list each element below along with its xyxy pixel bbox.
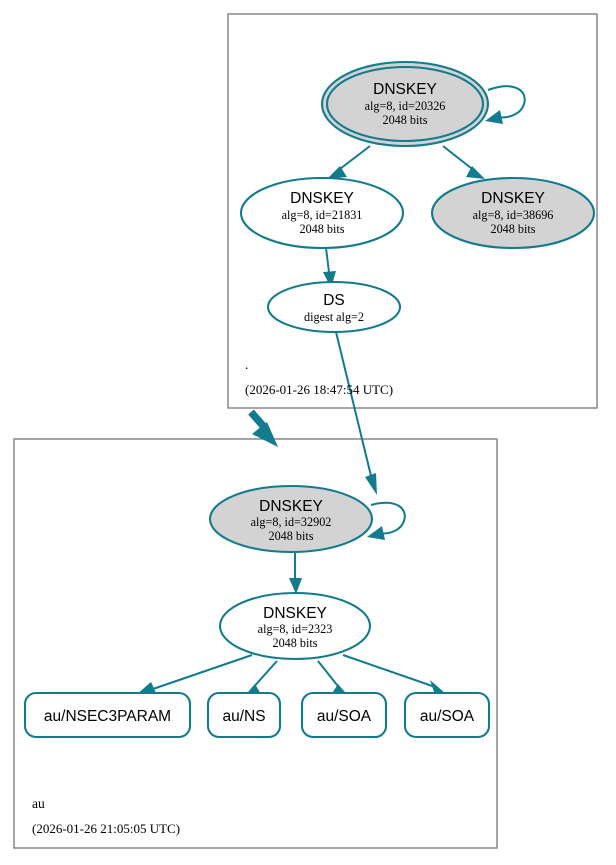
node-ellipse <box>266 280 402 334</box>
rrset-au-nsec3param[interactable]: au/NSEC3PARAM <box>23 691 192 739</box>
rrset-au-ns[interactable]: au/NS <box>206 691 282 739</box>
node-inner-ellipse <box>325 65 485 143</box>
node-root-ds[interactable]: DS digest alg=2 <box>266 280 402 334</box>
node-title: DS <box>323 292 345 309</box>
edge-root-ksk-to-zsk21831 <box>327 145 371 179</box>
node-subtitle-bits: 2048 bits <box>490 222 535 236</box>
edge-ds-to-au-ksk32902 <box>335 331 377 495</box>
node-root-dnskey-38696[interactable]: DNSKEY alg=8, id=38696 2048 bits <box>430 176 596 250</box>
node-ellipse <box>218 591 372 661</box>
node-au-dnskey-2323[interactable]: DNSKEY alg=8, id=2323 2048 bits <box>218 591 372 661</box>
node-root-dnskey-20326[interactable]: DNSKEY alg=8, id=20326 2048 bits <box>320 60 490 148</box>
node-subtitle-bits: 2048 bits <box>272 636 317 650</box>
rrset-box <box>403 691 491 739</box>
zone-timestamp-au: (2026-01-26 21:05:05 UTC) <box>32 821 180 836</box>
edge-au-ksk-to-zsk2323 <box>289 551 302 594</box>
node-subtitle-alg-id: alg=8, id=21831 <box>282 208 363 222</box>
rrset-au-soa-1[interactable]: au/SOA <box>300 691 388 739</box>
node-title: DNSKEY <box>373 81 437 98</box>
node-ellipse <box>208 484 374 554</box>
node-subtitle-alg-id: alg=8, id=38696 <box>473 208 554 222</box>
rrset-box <box>300 691 388 739</box>
edge-root-ksk-self-loop <box>485 85 526 124</box>
node-subtitle-alg-id: alg=8, id=2323 <box>258 622 333 636</box>
rrset-box <box>23 691 192 739</box>
node-subtitle-alg-id: alg=8, id=32902 <box>251 515 332 529</box>
rrset-label: au/SOA <box>420 708 475 725</box>
node-root-dnskey-21831[interactable]: DNSKEY alg=8, id=21831 2048 bits <box>239 176 405 250</box>
node-subtitle-digest: digest alg=2 <box>304 310 364 324</box>
node-subtitle-bits: 2048 bits <box>382 113 427 127</box>
node-subtitle-bits: 2048 bits <box>299 222 344 236</box>
node-title: DNSKEY <box>481 190 545 207</box>
edge-root-ksk-to-zsk38696 <box>442 145 485 179</box>
node-subtitle-bits: 2048 bits <box>268 529 313 543</box>
zone-label-root: . <box>245 357 248 372</box>
rrset-label: au/NS <box>222 708 265 725</box>
node-subtitle-alg-id: alg=8, id=20326 <box>365 99 446 113</box>
node-ellipse <box>430 176 596 250</box>
rrset-label: au/SOA <box>317 708 372 725</box>
node-ellipse <box>239 176 405 250</box>
edge-delegation-root-to-au <box>248 409 278 447</box>
node-au-dnskey-32902[interactable]: DNSKEY alg=8, id=32902 2048 bits <box>208 484 374 554</box>
node-title: DNSKEY <box>259 498 323 515</box>
zone-label-au: au <box>32 796 45 811</box>
node-title: DNSKEY <box>290 190 354 207</box>
node-title: DNSKEY <box>263 605 327 622</box>
edge-au-ksk-self-loop <box>367 501 406 540</box>
rrset-label: au/NSEC3PARAM <box>44 708 171 725</box>
rrset-au-soa-2[interactable]: au/SOA <box>403 691 491 739</box>
zone-timestamp-root: (2026-01-26 18:47:54 UTC) <box>245 382 393 397</box>
rrset-box <box>206 691 282 739</box>
edge-root-zsk21831-to-ds <box>323 247 336 288</box>
